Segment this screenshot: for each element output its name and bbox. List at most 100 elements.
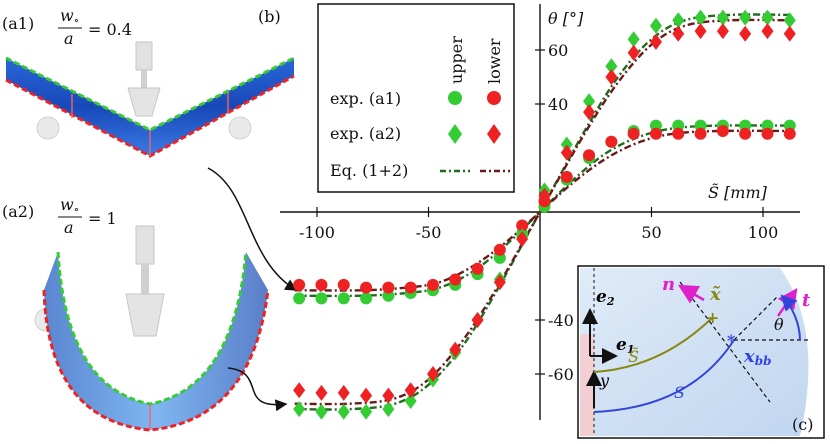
data-point-diamond bbox=[761, 23, 774, 40]
y-tick-label: 60 bbox=[548, 41, 568, 60]
ratio-denominator-a2: a bbox=[64, 218, 74, 237]
data-point-circle bbox=[516, 219, 529, 232]
e2-label: e2 bbox=[596, 287, 615, 308]
data-point-diamond bbox=[605, 69, 618, 85]
y-label: y bbox=[599, 371, 610, 390]
data-point-diamond bbox=[783, 12, 796, 29]
panel-a2: (a2) w∘ a = 1 bbox=[2, 195, 270, 432]
data-point-circle bbox=[761, 127, 774, 140]
data-point-diamond bbox=[426, 366, 439, 382]
panel-a2-label: (a2) bbox=[2, 202, 34, 221]
theta-label: θ bbox=[774, 315, 784, 334]
data-point-circle bbox=[627, 127, 640, 140]
data-point-circle bbox=[694, 127, 707, 140]
data-point-diamond bbox=[672, 12, 685, 29]
data-point-circle bbox=[360, 281, 373, 294]
panel-c-label: (c) bbox=[792, 415, 813, 434]
x-bb-point: * bbox=[727, 331, 736, 350]
panel-b-label: (b) bbox=[258, 7, 281, 26]
data-point-diamond bbox=[538, 187, 551, 204]
x-tick-label: -50 bbox=[416, 223, 442, 242]
panel-a1-label: (a1) bbox=[2, 14, 34, 33]
curve-s-tilde bbox=[593, 317, 713, 373]
connector-arrow-a2 bbox=[227, 367, 288, 412]
data-point-diamond bbox=[382, 401, 395, 418]
data-point-diamond bbox=[694, 23, 707, 40]
y-tick-label: -40 bbox=[548, 311, 574, 330]
data-point-diamond bbox=[360, 403, 373, 420]
legend-marker-a1-lower bbox=[487, 91, 501, 105]
data-point-circle bbox=[672, 127, 685, 140]
x-tick-label: 50 bbox=[641, 223, 661, 242]
legend-row-model: Eq. (1+2) bbox=[330, 161, 408, 180]
x-tilde-label: x̃ bbox=[709, 284, 721, 305]
e1-label: e1 bbox=[616, 335, 634, 356]
data-point-diamond bbox=[694, 9, 707, 26]
panel-a2-ratio: w∘ a = 1 bbox=[58, 195, 117, 237]
data-point-diamond bbox=[560, 136, 573, 153]
data-point-circle bbox=[605, 135, 618, 148]
data-point-circle bbox=[293, 292, 306, 305]
data-point-circle bbox=[360, 292, 373, 305]
data-point-circle bbox=[471, 262, 484, 275]
n-arrow bbox=[677, 284, 705, 304]
ratio-value-a2: = 1 bbox=[88, 209, 117, 228]
data-point-circle bbox=[404, 281, 417, 294]
data-point-diamond bbox=[293, 382, 306, 399]
legend: upper lower exp. (a1) exp. (a2) Eq. (1+2… bbox=[317, 3, 515, 193]
data-point-diamond bbox=[471, 312, 484, 328]
panel-c-inset: e2 e1 y S̃ S + * x̃ xbb n t θ (c) bbox=[577, 265, 825, 439]
curve-s bbox=[593, 339, 735, 413]
data-point-diamond bbox=[449, 341, 462, 358]
legend-col-lower: lower bbox=[485, 38, 504, 84]
y-axis-label: θ [°] bbox=[548, 9, 584, 28]
data-point-diamond bbox=[649, 17, 662, 34]
data-point-circle bbox=[337, 292, 350, 305]
data-point-circle bbox=[337, 278, 350, 291]
legend-row-a2: exp. (a2) bbox=[330, 124, 401, 143]
y-tick-label: 40 bbox=[548, 95, 568, 114]
ratio-value: = 0.4 bbox=[88, 20, 132, 39]
data-point-diamond bbox=[761, 9, 774, 26]
data-point-diamond bbox=[583, 104, 596, 121]
s-label: S bbox=[674, 383, 685, 402]
data-point-circle bbox=[649, 127, 662, 140]
theta-arc bbox=[780, 294, 801, 341]
legend-box bbox=[317, 3, 515, 193]
data-point-diamond bbox=[404, 393, 417, 409]
connector-arrow-a1 bbox=[207, 167, 298, 291]
data-point-circle bbox=[382, 281, 395, 294]
data-point-circle bbox=[293, 278, 306, 291]
x-bb-label: xbb bbox=[743, 346, 772, 368]
ratio-denominator: a bbox=[64, 29, 74, 48]
data-point-circle bbox=[560, 170, 573, 183]
legend-col-upper: upper bbox=[447, 36, 466, 84]
strip-a2 bbox=[44, 252, 268, 430]
data-point-circle bbox=[493, 243, 506, 256]
tangent-line bbox=[733, 295, 779, 341]
data-point-diamond bbox=[404, 382, 417, 399]
data-point-diamond bbox=[516, 231, 529, 247]
data-point-circle bbox=[426, 278, 439, 291]
data-point-diamond bbox=[649, 33, 662, 50]
chart-marks bbox=[293, 9, 796, 420]
test-rig-a1 bbox=[36, 41, 252, 140]
model-curve-7 bbox=[294, 18, 790, 406]
data-point-diamond bbox=[315, 384, 328, 401]
data-point-circle bbox=[449, 273, 462, 286]
panel-a1: (a1) w∘ a = 0.4 bbox=[2, 6, 295, 158]
legend-row-a1: exp. (a1) bbox=[330, 89, 401, 108]
data-point-diamond bbox=[627, 31, 640, 48]
s-tilde-label: S̃ bbox=[628, 347, 639, 366]
data-point-diamond bbox=[716, 23, 729, 40]
data-point-circle bbox=[783, 127, 796, 140]
data-point-diamond bbox=[739, 9, 752, 26]
data-point-diamond bbox=[716, 9, 729, 26]
t-label: t bbox=[802, 290, 811, 311]
legend-marker-a2-upper bbox=[448, 124, 462, 144]
data-point-diamond bbox=[337, 403, 350, 420]
data-point-circle bbox=[583, 149, 596, 162]
data-point-diamond bbox=[605, 58, 618, 75]
